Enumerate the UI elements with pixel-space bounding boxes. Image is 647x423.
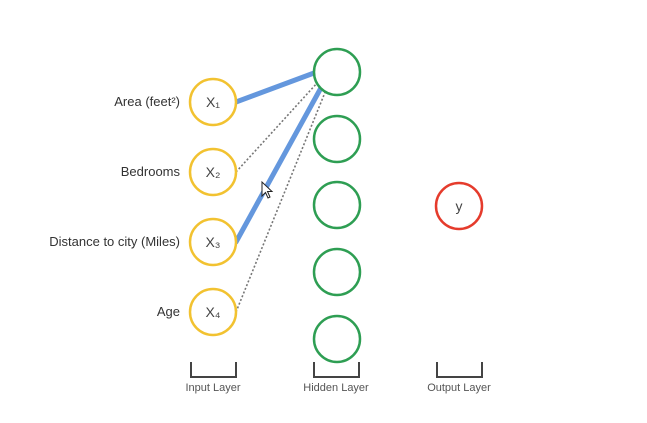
edge-x1-h1 <box>233 70 317 105</box>
input-symbol-x1: X₁ <box>205 94 221 110</box>
hidden-node-4 <box>312 247 362 297</box>
hidden-node-3 <box>312 180 362 230</box>
input-node-3 <box>188 217 238 267</box>
mouse-cursor-icon <box>261 180 274 199</box>
input-node-4 <box>188 287 238 337</box>
input-layer-bracket <box>190 362 237 378</box>
input-symbol-x4: X₄ <box>205 304 221 320</box>
hidden-node-5 <box>312 314 362 364</box>
feature-label-age: Age <box>156 304 180 319</box>
input-node-2 <box>188 147 238 197</box>
feature-label-bedrooms: Bedrooms <box>120 164 180 179</box>
hidden-node-1 <box>312 47 362 97</box>
output-layer-bracket <box>436 362 483 378</box>
edge-x2-h1 <box>235 81 319 173</box>
hidden-layer-bracket <box>313 362 360 378</box>
output-symbol-y: y <box>455 198 463 214</box>
feature-label-distance: Distance to city (Miles) <box>49 234 180 249</box>
input-node-1 <box>188 77 238 127</box>
hidden-node-2 <box>312 114 362 164</box>
hidden-layer-label: Hidden Layer <box>303 382 369 394</box>
output-layer-label: Output Layer <box>427 382 491 394</box>
output-node <box>434 181 484 231</box>
input-layer-label: Input Layer <box>185 382 241 394</box>
input-symbol-x2: X₂ <box>205 164 221 180</box>
feature-label-area: Area (feet²) <box>114 94 180 109</box>
edge-x3-h1 <box>233 83 325 245</box>
input-symbol-x3: X₃ <box>205 234 221 250</box>
edge-x4-h1 <box>235 89 327 313</box>
